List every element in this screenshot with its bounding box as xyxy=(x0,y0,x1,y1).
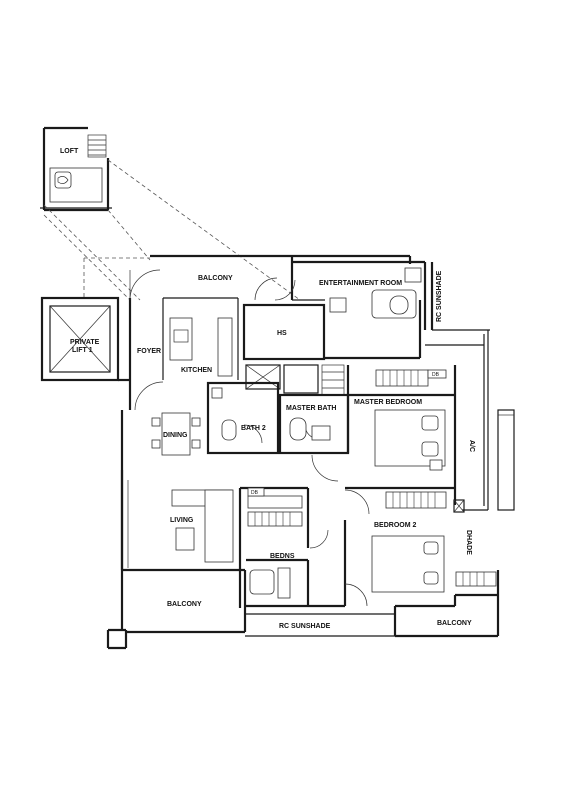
hs-label: HS xyxy=(277,330,287,337)
private-lift: PRIVATE LIFT 1 xyxy=(40,296,120,382)
loft-sofa xyxy=(49,167,103,203)
bedns-chair xyxy=(249,567,291,599)
master-bath-fixtures xyxy=(289,417,331,441)
db-tag-bedroom: DB xyxy=(251,490,259,496)
bedroom2-bed xyxy=(371,535,445,593)
bedroom2-wardrobe xyxy=(385,491,447,509)
rc-wardrobe xyxy=(455,571,497,587)
loft-stair xyxy=(87,134,107,158)
living-label: LIVING xyxy=(170,517,194,524)
balcony-left-label: BALCONY xyxy=(167,601,202,608)
bath-2-fixtures xyxy=(211,387,237,441)
master-bed xyxy=(374,409,446,471)
rc-sunshade-right-label: RC SUNSHADE xyxy=(436,270,443,322)
master-wardrobe: DB xyxy=(375,369,447,387)
dining-label: DINING xyxy=(163,432,188,439)
bath-2-label: BATH 2 xyxy=(241,425,266,432)
private-lift-label-1: PRIVATE xyxy=(70,339,100,346)
corridor-wardrobe: DB xyxy=(247,487,303,527)
dining-table xyxy=(151,412,201,456)
entertainment-room-label: ENTERTAINMENT ROOM xyxy=(319,280,402,287)
foyer-label: FOYER xyxy=(137,348,161,355)
balcony-top-label: BALCONY xyxy=(198,275,233,282)
rc-sunshade-side-label: DHADE xyxy=(465,530,472,555)
room-labels: BALCONY ENTERTAINMENT ROOM FOYER HS KITC… xyxy=(137,270,475,630)
interior-walls xyxy=(162,297,457,608)
outer-walls xyxy=(106,254,515,650)
living-sofa xyxy=(171,489,234,563)
kitchen-counter xyxy=(169,317,233,377)
balcony-right-label: BALCONY xyxy=(437,620,472,627)
ac-label: A/C xyxy=(468,440,475,452)
ac-unit xyxy=(453,499,465,513)
doors xyxy=(129,269,370,607)
bedns-label: BEDNS xyxy=(270,553,295,560)
bedroom-2-label: BEDROOM 2 xyxy=(374,522,417,529)
master-bath-label: MASTER BATH xyxy=(286,405,336,412)
loft-label: LOFT xyxy=(60,148,79,155)
entertainment-furniture xyxy=(329,267,422,319)
master-bedroom-label: MASTER BEDROOM xyxy=(354,399,422,406)
db-tag-master: DB xyxy=(432,372,440,378)
loft-area: LOFT xyxy=(40,126,112,212)
kitchen-label: KITCHEN xyxy=(181,367,212,374)
loft-projection-lines xyxy=(43,159,301,301)
rc-sunshade-bottom-label: RC SUNSHADE xyxy=(279,623,331,630)
private-lift-label-2: LIFT 1 xyxy=(72,347,93,354)
